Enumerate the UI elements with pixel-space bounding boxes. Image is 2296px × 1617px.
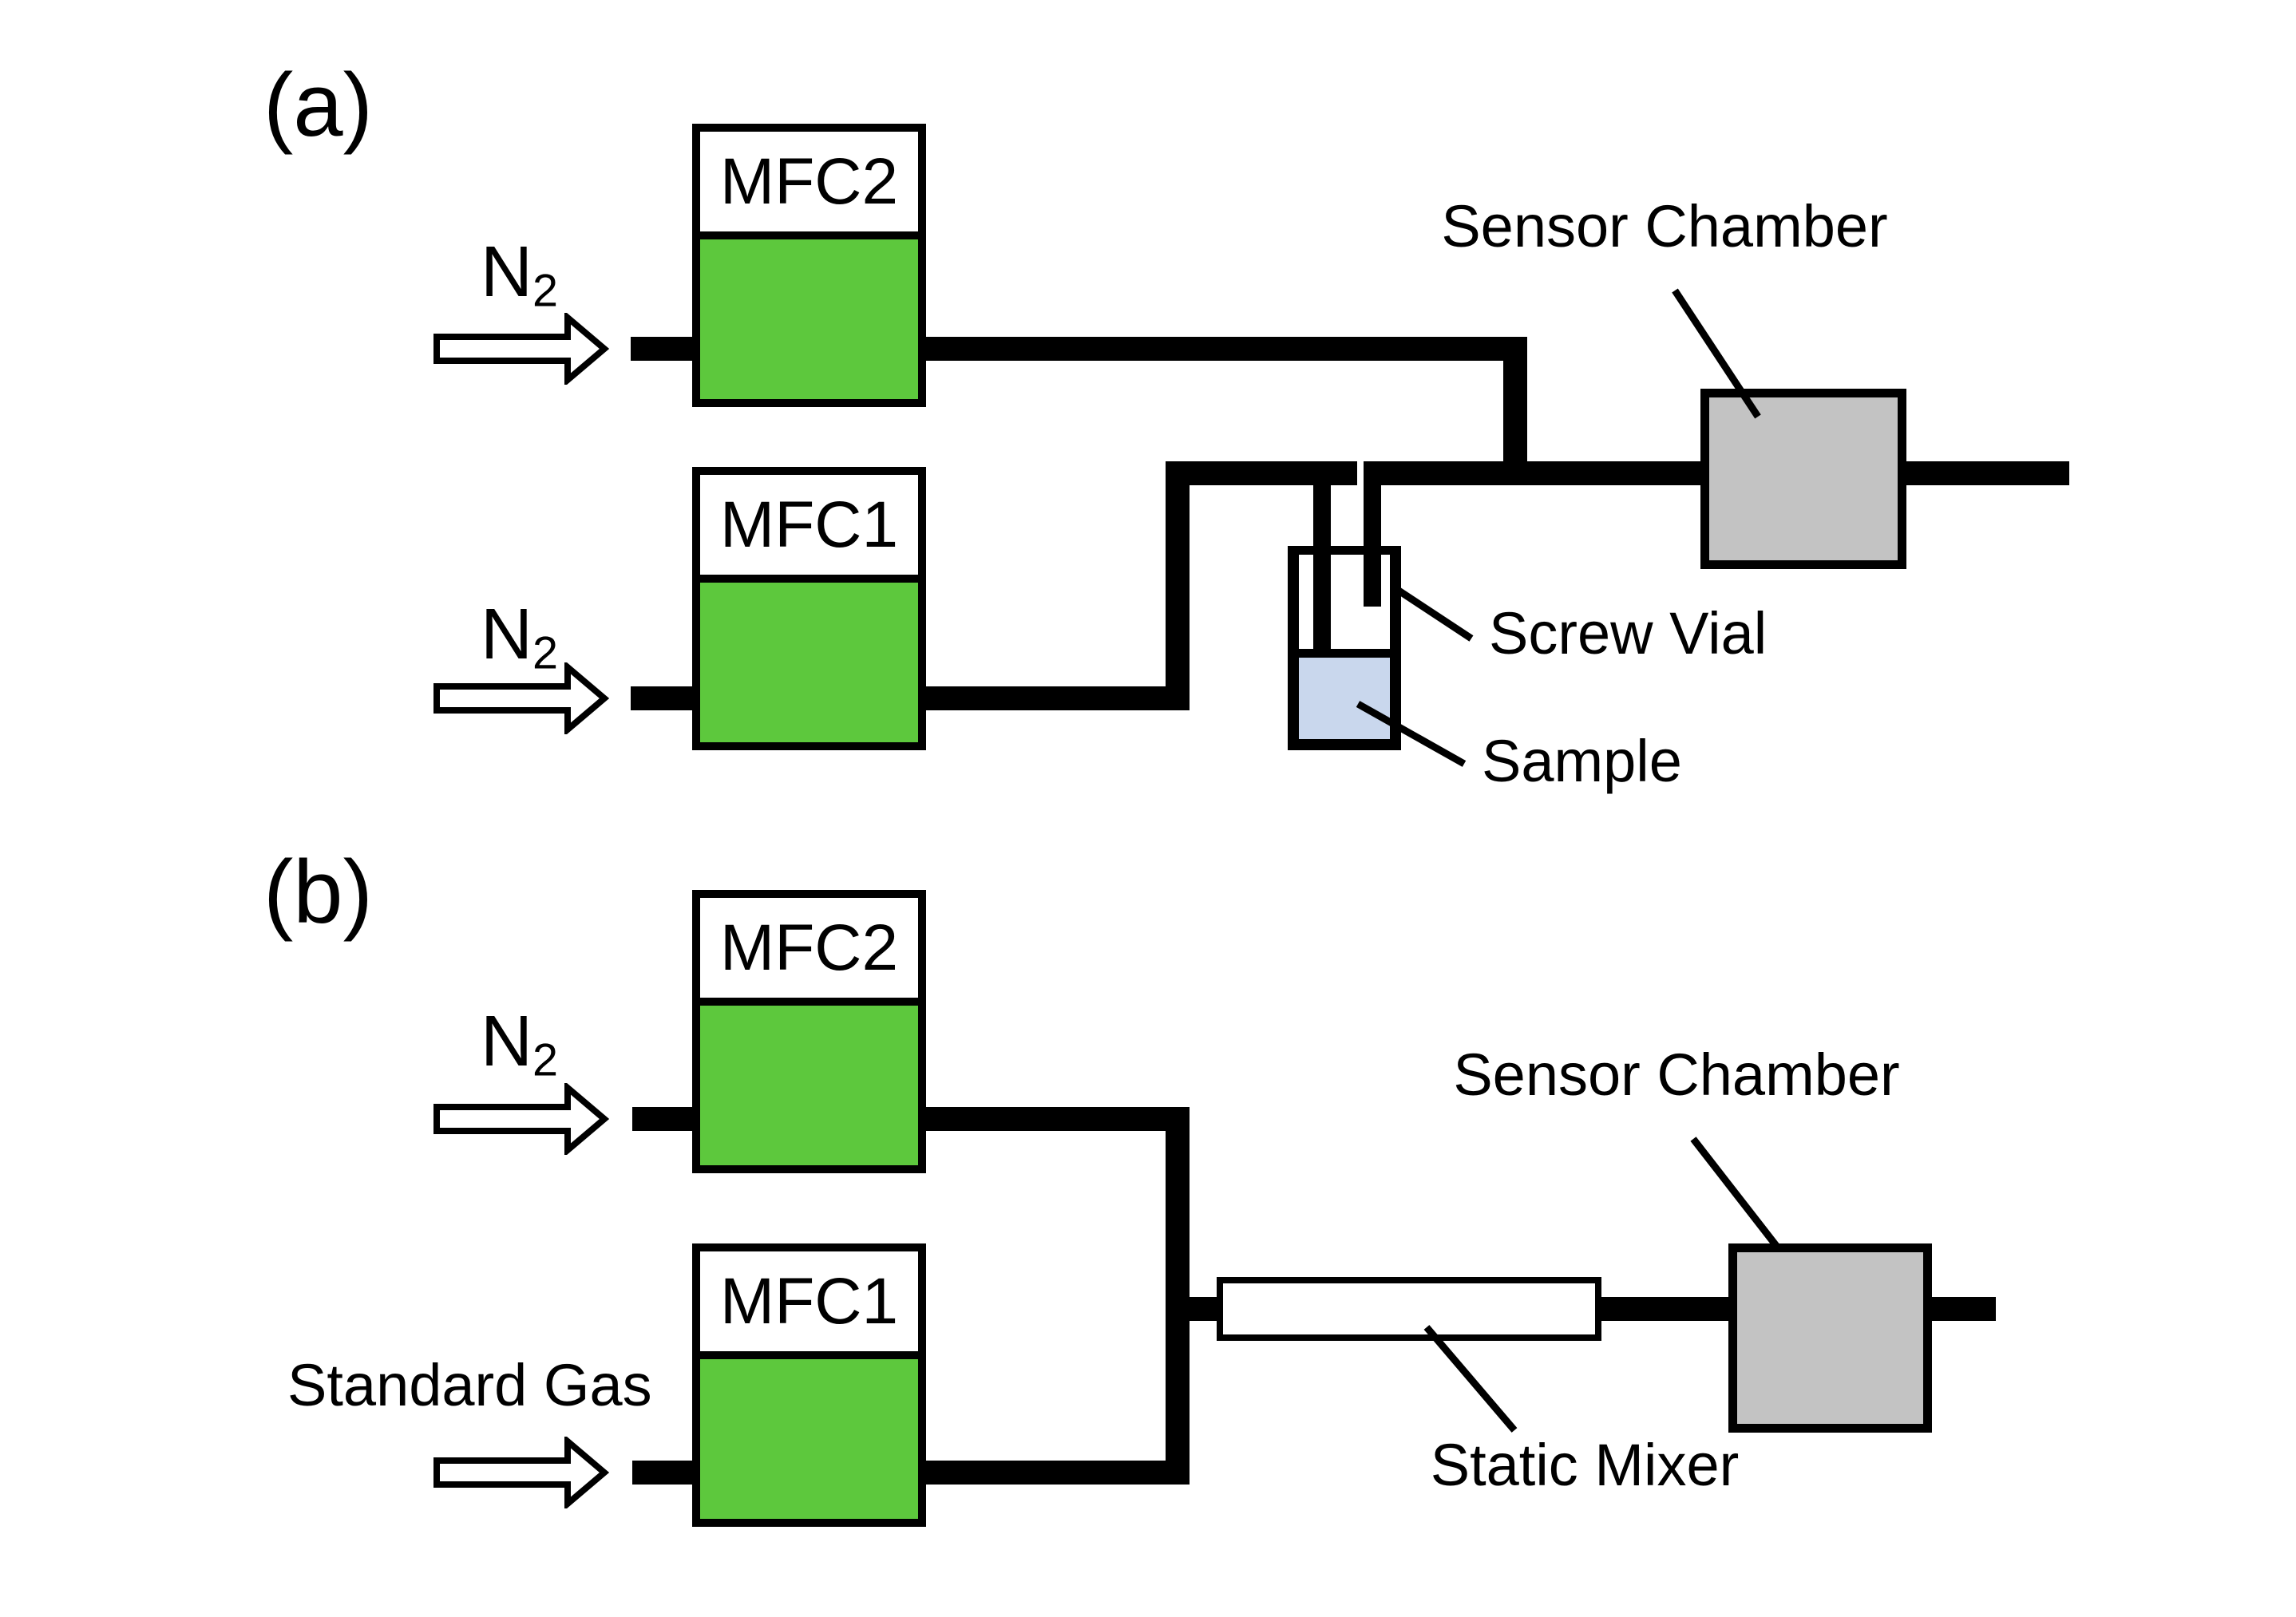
pointer-screw-vial [1394, 586, 1474, 642]
panel-a-label: (a) [263, 55, 373, 155]
gas-inlet-arrow-icon [433, 1083, 609, 1155]
gas-inlet-arrow-icon [433, 313, 609, 385]
mfc2-body-a [700, 239, 918, 399]
pipe-inlet-mfc2-a [631, 337, 692, 361]
n2-label-a-top: N2 [481, 236, 558, 314]
pointer-static-mixer [1423, 1325, 1518, 1433]
mfc1-box-a: MFC1 [692, 467, 926, 750]
pipe-mixer-stub-b [1190, 1297, 1217, 1321]
pipe-mfc1-out-a [926, 686, 1190, 710]
vial-outlet-tube [1364, 461, 1381, 607]
mfc1-body-b [700, 1359, 918, 1519]
sensor-chamber-label-b: Sensor Chamber [1453, 1042, 1900, 1108]
n2-sub: 2 [532, 627, 559, 679]
pipe-inlet-mfc2-b [632, 1107, 692, 1131]
n2-sub: 2 [532, 265, 559, 317]
panel-b-label: (b) [263, 842, 373, 942]
pipe-mfc2-out-a [926, 337, 1527, 361]
sensor-chamber-box-a [1700, 389, 1906, 569]
sample-liquid [1299, 649, 1390, 739]
pointer-sensor-chamber-a [1672, 288, 1761, 419]
mfc2-label-b: MFC2 [700, 898, 918, 1006]
pipe-mixer-to-chamber-b [1601, 1297, 1728, 1321]
sensor-chamber-box-b [1728, 1243, 1932, 1433]
mfc1-label-a: MFC1 [700, 475, 918, 583]
standard-gas-label: Standard Gas [287, 1352, 652, 1418]
vial-right-wall [1390, 546, 1401, 750]
gas-inlet-arrow-icon [433, 662, 609, 734]
pipe-mfc1-out-b [926, 1461, 1190, 1485]
n2-label-a-bottom: N2 [481, 599, 558, 677]
n2-sub: 2 [532, 1034, 559, 1086]
pipe-outlet-a [1906, 461, 2069, 485]
n2-label-b: N2 [481, 1006, 558, 1084]
static-mixer-box [1217, 1277, 1601, 1341]
pointer-sensor-chamber-b [1690, 1137, 1783, 1252]
pipe-junction-right-a [1364, 461, 1704, 485]
mfc2-body-b [700, 1006, 918, 1165]
vial-inlet-tube [1313, 461, 1331, 653]
n2-main: N [481, 232, 532, 312]
vial-bottom-wall [1288, 739, 1401, 750]
pointer-sample [1356, 701, 1467, 767]
static-mixer-label: Static Mixer [1430, 1432, 1740, 1498]
n2-main: N [481, 1002, 532, 1081]
sample-label: Sample [1482, 728, 1682, 794]
pipe-riser-b [1166, 1107, 1190, 1485]
pipe-inlet-mfc1-a [631, 686, 692, 710]
pipe-riser-a [1166, 461, 1190, 710]
gas-inlet-arrow-icon [433, 1437, 609, 1508]
pipe-outlet-b [1932, 1297, 1996, 1321]
pipe-mfc2-downleg-a [1503, 337, 1527, 485]
mfc1-box-b: MFC1 [692, 1243, 926, 1527]
mfc1-body-a [700, 583, 918, 742]
n2-main: N [481, 595, 532, 674]
vial-rim [1288, 546, 1401, 555]
mfc2-box-a: MFC2 [692, 124, 926, 407]
vial-left-wall [1288, 546, 1299, 750]
sensor-chamber-label-a: Sensor Chamber [1441, 193, 1888, 259]
mfc2-box-b: MFC2 [692, 890, 926, 1173]
pipe-mfc2-out-b [926, 1107, 1190, 1131]
mfc2-label-a: MFC2 [700, 132, 918, 239]
mfc1-label-b: MFC1 [700, 1251, 918, 1359]
screw-vial-label: Screw Vial [1489, 600, 1768, 666]
pipe-inlet-mfc1-b [632, 1461, 692, 1485]
